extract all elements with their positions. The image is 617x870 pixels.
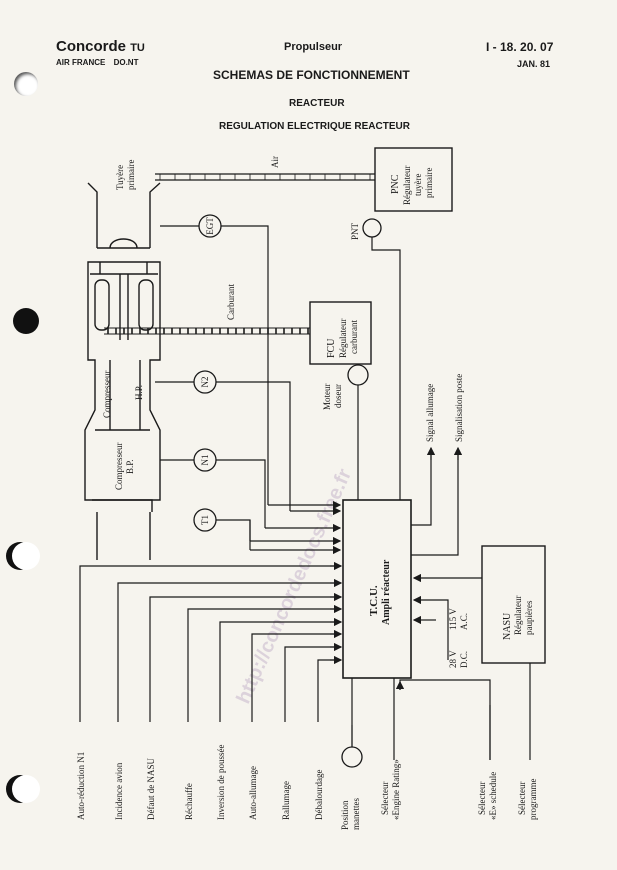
input-label-3: Réchauffe xyxy=(184,783,194,820)
fuel-line xyxy=(104,327,310,335)
n1-label: N1 xyxy=(200,455,210,466)
input-label-1: Incidence avion xyxy=(114,762,124,820)
brand-suffix: TU xyxy=(130,42,145,54)
subtitle-regulation: REGULATION ELECTRIQUE REACTEUR xyxy=(219,121,410,132)
pnc-box xyxy=(374,147,453,212)
wiring xyxy=(216,225,531,760)
pnc-label-1: PNC xyxy=(390,174,401,194)
tcu-label-1: T.C.U. xyxy=(368,585,380,616)
document-reference: I - 18. 20. 07 xyxy=(486,40,554,54)
compresseur-bp-label-2: B.P. xyxy=(125,459,135,474)
fcu-box xyxy=(309,301,372,365)
pnt-sensor xyxy=(362,218,382,238)
subtitle-reacteur: REACTEUR xyxy=(289,98,345,109)
egt-label: EGT xyxy=(205,217,215,235)
fcu-label-2: Régulateur xyxy=(338,319,348,359)
pnc-label-3: tuyère xyxy=(413,174,423,197)
nasu-box xyxy=(481,545,546,664)
nasu-label-3: paupières xyxy=(524,600,534,635)
binder-hole xyxy=(12,542,40,570)
section-name: Propulseur xyxy=(284,41,343,53)
selecteur-programme-label-2: programme xyxy=(528,779,538,820)
selecteur-programme-label-1: Sélecteur xyxy=(517,782,527,815)
watermark: http://concordedocs.free.fr xyxy=(232,465,356,707)
tuyere-label-1: Tuyère xyxy=(115,165,125,190)
pnc-label-2: Régulateur xyxy=(402,166,412,206)
department: DO.NT xyxy=(113,58,139,67)
binder-hole xyxy=(13,308,39,334)
nasu-label-1: NASU xyxy=(502,612,513,640)
fcu-label-1: FCU xyxy=(326,338,337,358)
input-label-6: Rallumage xyxy=(281,781,291,820)
position-manettes-label-2: manettes xyxy=(351,798,361,830)
compresseur-hp-label-2: H.P. xyxy=(134,385,144,400)
power-28v-2: D.C. xyxy=(459,651,469,668)
document-date: JAN. 81 xyxy=(517,59,551,69)
power-28v-1: 28 V xyxy=(448,650,458,668)
input-label-5: Auto-allumage xyxy=(248,766,258,820)
input-lines xyxy=(79,565,491,760)
page-title: SCHEMAS DE FONCTIONNEMENT xyxy=(213,68,410,82)
brand-title: Concorde TU xyxy=(56,38,145,55)
power-115v-1: 115 V xyxy=(448,608,458,630)
tcu-label-2: Ampli réacteur xyxy=(381,559,392,625)
position-manettes-label-1: Position xyxy=(340,800,350,830)
binder-hole xyxy=(12,775,40,803)
selecteur-engine-label-2: «Engine Rating» xyxy=(391,759,401,820)
brand-name: Concorde xyxy=(56,38,127,55)
binder-hole xyxy=(14,72,38,96)
t1-label: T1 xyxy=(200,515,210,525)
input-label-7: Débalourdage xyxy=(314,770,324,820)
input-label-0: Auto-réduction N1 xyxy=(76,752,86,820)
input-label-2: Défaut de NASU xyxy=(146,758,156,820)
compresseur-bp-label-1: Compresseur xyxy=(114,443,124,491)
airline-name: AIR FRANCE DO.NT xyxy=(56,58,138,67)
air-label: Air xyxy=(270,156,280,168)
airline: AIR FRANCE xyxy=(56,58,106,67)
pnt-label: PNT xyxy=(350,222,360,240)
fcu-label-3: carburant xyxy=(349,320,359,354)
selecteur-engine-label-1: Sélecteur xyxy=(380,782,390,815)
nasu-label-2: Régulateur xyxy=(513,596,523,636)
tcu-box xyxy=(342,499,412,679)
carburant-label: Carburant xyxy=(226,284,236,320)
pnc-label-4: primaire xyxy=(424,168,434,199)
signalisation-poste-label: Signalisation poste xyxy=(454,374,464,442)
selecteur-e-label-2: «E» schedule xyxy=(488,772,498,820)
n2-label: N2 xyxy=(200,377,210,388)
power-115v-2: A.C. xyxy=(459,613,469,630)
input-label-4: Inversion de poussée xyxy=(216,745,226,820)
signal-allumage-label: Signal allumage xyxy=(425,384,435,442)
moteur-doseur-symbol xyxy=(347,364,369,386)
selecteur-e-label-1: Sélecteur xyxy=(477,782,487,815)
moteur-doseur-label-1: Moteur xyxy=(322,384,332,411)
tuyere-label-2: primaire xyxy=(126,160,136,191)
compresseur-hp-label-1: Compresseur xyxy=(102,371,112,419)
moteur-doseur-label-2: doseur xyxy=(333,384,343,408)
engine-outline xyxy=(84,182,161,560)
position-manettes-symbol xyxy=(341,746,363,768)
